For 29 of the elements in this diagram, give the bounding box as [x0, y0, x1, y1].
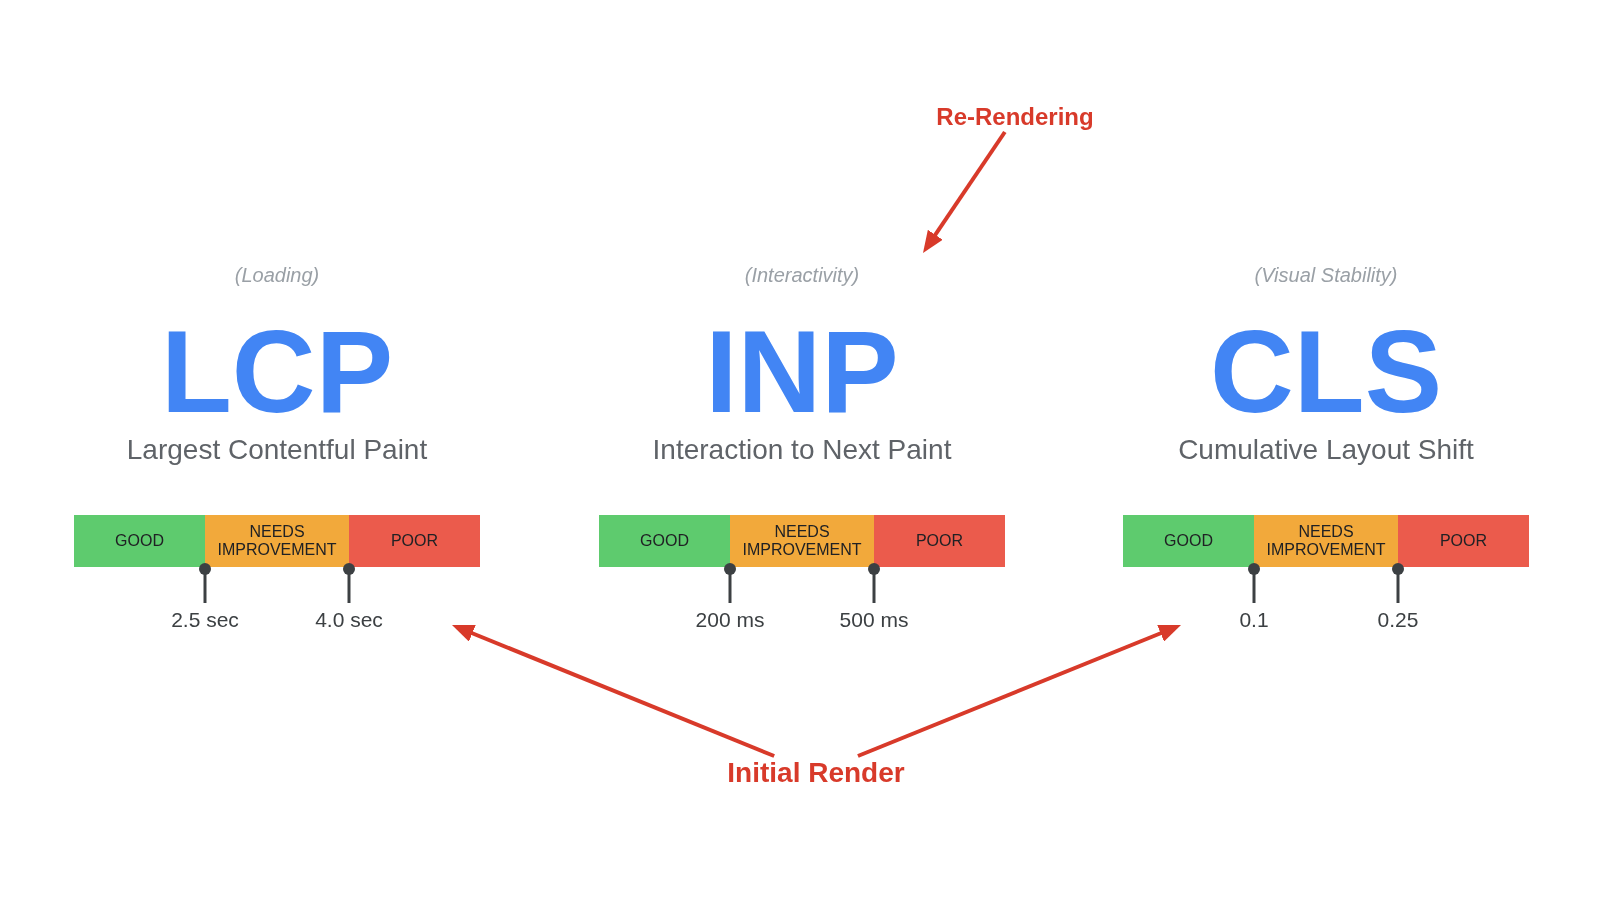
rating-band: NEEDS IMPROVEMENT: [205, 515, 349, 567]
arrow: [452, 624, 775, 758]
metric-acronym: INP: [705, 314, 899, 430]
rating-band: POOR: [1398, 515, 1529, 567]
metric-name: Largest Contentful Paint: [126, 433, 428, 467]
metric-category-label: (Visual Stability): [1254, 263, 1398, 287]
rating-band: POOR: [874, 515, 1005, 567]
metric-category-label: (Loading): [234, 263, 320, 287]
threshold-value: 0.25: [1377, 607, 1419, 633]
metric-acronym: LCP: [161, 314, 393, 430]
threshold-value: 4.0 sec: [315, 607, 383, 633]
metric-category-label: (Interactivity): [744, 263, 860, 287]
annotation-label: Initial Render: [727, 756, 905, 790]
arrow: [857, 624, 1181, 758]
rating-band: NEEDS IMPROVEMENT: [730, 515, 874, 567]
metric-name: Interaction to Next Paint: [652, 433, 952, 467]
rating-band: POOR: [349, 515, 480, 567]
threshold-value: 200 ms: [695, 607, 765, 633]
rating-band: GOOD: [74, 515, 205, 567]
metric-name: Cumulative Layout Shift: [1178, 433, 1474, 467]
metric-acronym: CLS: [1210, 314, 1442, 430]
rating-band: GOOD: [1123, 515, 1254, 567]
annotation-label: Re-Rendering: [936, 102, 1094, 132]
threshold-value: 2.5 sec: [171, 607, 239, 633]
rating-band: NEEDS IMPROVEMENT: [1254, 515, 1398, 567]
threshold-value: 0.1: [1239, 607, 1269, 633]
arrow: [923, 130, 1007, 253]
threshold-value: 500 ms: [839, 607, 909, 633]
rating-band: GOOD: [599, 515, 730, 567]
